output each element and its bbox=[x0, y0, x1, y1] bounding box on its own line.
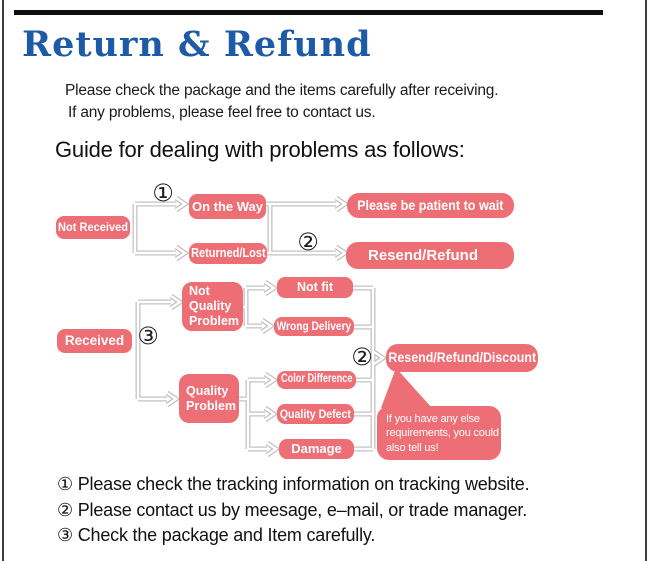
flow-node-not-fit: Not fit bbox=[277, 277, 353, 298]
top-divider-bar bbox=[14, 10, 603, 15]
flow-node-quality-problem: Quality Problem bbox=[179, 374, 239, 423]
note-item-3: ③ Check the package and Item carefully. bbox=[57, 525, 376, 545]
notes-list: ① Please check the tracking information … bbox=[57, 472, 530, 549]
flow-node-on-the-way: On the Way bbox=[189, 194, 266, 219]
left-border-line bbox=[2, 0, 4, 561]
flow-node-received: Received bbox=[57, 329, 132, 353]
flow-node-be-patient: Please be patient to wait bbox=[347, 193, 514, 218]
circled-number-1-icon: ① bbox=[152, 179, 174, 207]
intro-line-2: If any problems, please feel free to con… bbox=[68, 104, 376, 121]
flow-node-quality-defect: Quality Defect bbox=[277, 404, 354, 424]
speech-bubble: If you have any else requirements, you c… bbox=[377, 406, 501, 460]
flow-node-wrong-delivery: Wrong Delivery bbox=[274, 317, 354, 336]
flow-node-not-quality-problem: Not Quality Problem bbox=[182, 282, 243, 331]
flow-node-color-difference: Color Difference bbox=[277, 371, 356, 389]
speech-bubble-tail bbox=[381, 368, 432, 408]
note-item-1: ① Please check the tracking information … bbox=[57, 474, 530, 494]
guide-heading: Guide for dealing with problems as follo… bbox=[55, 137, 465, 162]
flow-node-resend-refund-discount: Resend/Refund/Discount bbox=[386, 344, 538, 372]
note-item-2: ② Please contact us by meesage, e–mail, … bbox=[57, 499, 527, 520]
circled-number-2b-icon: ② bbox=[351, 343, 373, 371]
speech-bubble-line-1: If you have any else bbox=[386, 413, 480, 425]
flow-node-damage: Damage bbox=[279, 439, 354, 459]
flow-node-resend-refund: Resend/Refund bbox=[346, 242, 514, 269]
flow-node-returned-lost: Returned/Lost bbox=[189, 243, 267, 264]
intro-line-1: Please check the package and the items c… bbox=[65, 82, 499, 99]
speech-bubble-line-3: also tell us! bbox=[386, 441, 439, 454]
speech-bubble-line-2: requirements, you could bbox=[386, 427, 499, 440]
page-title: Return & Refund bbox=[22, 24, 372, 65]
circled-number-2-icon: ② bbox=[297, 228, 319, 256]
right-border-line bbox=[645, 0, 647, 561]
flow-node-not-received: Not Received bbox=[56, 216, 130, 239]
circled-number-3-icon: ③ bbox=[137, 322, 159, 350]
